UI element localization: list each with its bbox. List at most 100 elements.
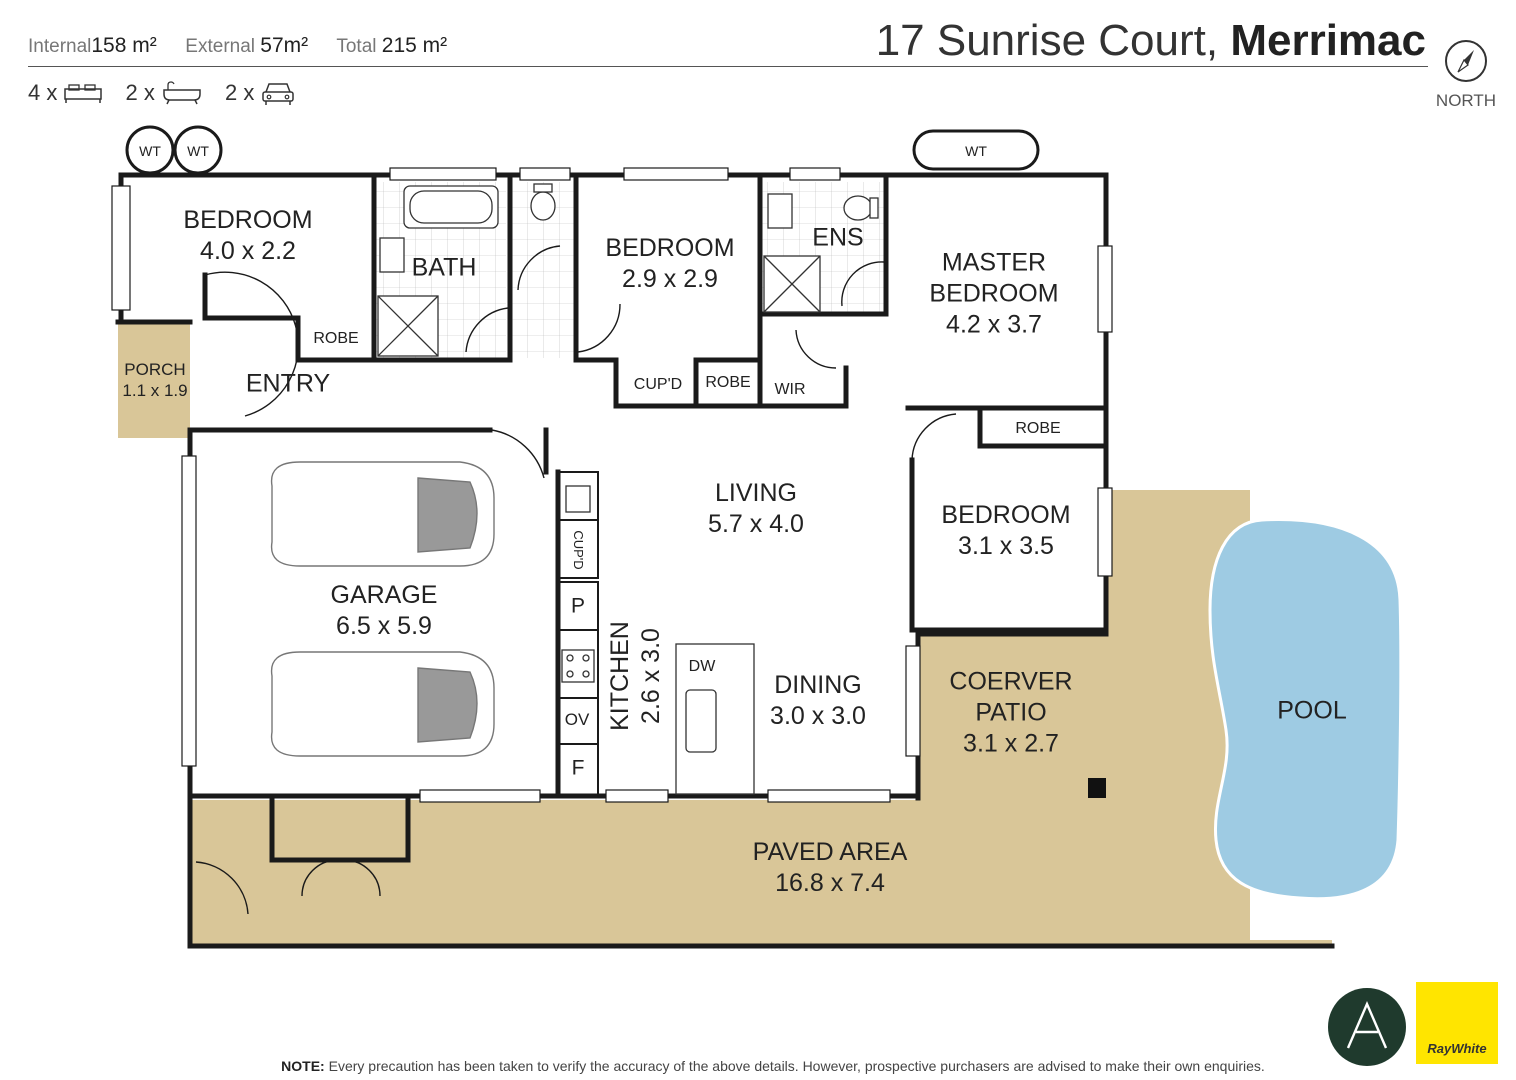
room-name: POOL: [1277, 696, 1347, 725]
room-name-2: BEDROOM: [929, 279, 1059, 308]
room-dims: 4.2 x 3.7: [946, 310, 1042, 339]
porch-area: [118, 322, 190, 438]
raywhite-text: RayWhite: [1427, 1041, 1487, 1056]
room-dims: 2.9 x 2.9: [622, 265, 718, 293]
property-address: 17 Sunrise Court, Merrimac: [876, 16, 1426, 66]
doors: [195, 245, 957, 915]
room-name: ENTRY: [245, 369, 331, 398]
agency-monogram-logo: [1328, 988, 1406, 1066]
label-robe-bed1: ROBE: [313, 330, 359, 347]
room-porch: PORCH 1.1 x 1.9: [122, 359, 187, 401]
note-text: Every precaution has been taken to verif…: [328, 1058, 1265, 1074]
area-stats: Internal158 m² External 57m² Total 215 m…: [28, 34, 447, 58]
suburb: Merrimac: [1230, 16, 1426, 65]
room-bath: BATH: [412, 253, 477, 284]
room-pool: POOL: [1277, 696, 1346, 727]
room-ensuite: ENS: [812, 223, 863, 254]
label-oven: OV: [564, 710, 590, 729]
label-robe-bed3: ROBE: [1015, 420, 1061, 437]
note-label: NOTE:: [281, 1058, 325, 1074]
room-paved-area: PAVED AREA 16.8 x 7.4: [753, 837, 908, 899]
label-pantry: P: [570, 594, 586, 618]
internal-value: 158 m²: [91, 34, 157, 57]
room-bedroom-1: BEDROOM 4.0 x 2.2: [183, 205, 312, 267]
room-dims: 5.7 x 4.0: [708, 510, 804, 538]
room-bedroom-3: BEDROOM 3.1 x 3.5: [941, 500, 1070, 562]
external-label: External: [185, 36, 255, 57]
label-fridge: F: [571, 756, 585, 780]
label-wir: WIR: [774, 381, 806, 398]
room-kitchen: KITCHEN 2.6 x 3.0: [605, 621, 667, 731]
external-value: 57m²: [260, 34, 309, 57]
car-count: 2 x: [224, 80, 255, 105]
room-name-2: PATIO: [975, 698, 1047, 727]
raywhite-logo: RayWhite: [1416, 982, 1498, 1064]
room-name: BEDROOM: [605, 234, 735, 262]
ens-toilet: [843, 195, 873, 221]
windows: [111, 167, 1113, 803]
room-dims: 3.1 x 3.5: [958, 532, 1054, 560]
room-dining: DINING 3.0 x 3.0: [770, 670, 866, 732]
room-name: PORCH: [124, 360, 186, 379]
compass-label: NORTH: [1435, 91, 1497, 110]
label-robe-bed2: ROBE: [705, 374, 751, 391]
room-dims: 3.0 x 3.0: [770, 702, 866, 730]
label-wt-3: WT: [965, 143, 987, 159]
header-divider: [28, 66, 1428, 67]
bed-icon: [64, 84, 103, 103]
room-entry: ENTRY: [246, 369, 330, 400]
room-name: PAVED AREA: [752, 838, 908, 866]
total-value: 215 m²: [381, 34, 448, 57]
room-name: ENS: [812, 223, 864, 252]
kitchen-sink: [565, 485, 591, 513]
label-wt-2: WT: [187, 143, 209, 159]
outdoor-areas: [118, 322, 1332, 946]
pool: [1208, 518, 1403, 901]
label-cupd-kitchen: CUP'D: [571, 530, 586, 570]
room-name: MASTER: [941, 248, 1047, 277]
bath-count: 2 x: [125, 80, 155, 105]
cooktop: [561, 649, 595, 683]
room-master-bedroom: MASTER BEDROOM 4.2 x 3.7: [929, 248, 1058, 341]
room-bedroom-2: BEDROOM 2.9 x 2.9: [605, 233, 734, 295]
car-icons: [270, 461, 495, 757]
fixtures: [377, 183, 879, 795]
water-tanks: [125, 125, 1040, 175]
room-name: GARAGE: [330, 581, 438, 609]
room-dims: 6.5 x 5.9: [336, 612, 432, 640]
room-garage: GARAGE 6.5 x 5.9: [331, 580, 438, 642]
street-address: 17 Sunrise Court,: [875, 16, 1219, 65]
room-name: BATH: [411, 253, 477, 282]
room-name: BEDROOM: [183, 206, 313, 234]
label-cupd: CUP'D: [633, 376, 683, 393]
room-dims: 3.1 x 2.7: [963, 729, 1059, 758]
kitchen-benches: [557, 471, 599, 797]
disclaimer: NOTE: Every precaution has been taken to…: [0, 1058, 1516, 1074]
island-sink: [685, 689, 717, 753]
ens-vanity: [767, 193, 793, 229]
room-dims: 16.8 x 7.4: [775, 869, 885, 897]
room-patio: COERVER PATIO 3.1 x 2.7: [949, 667, 1072, 760]
label-dishwasher: DW: [688, 658, 716, 675]
room-name: COERVER: [949, 667, 1073, 696]
compass: NORTH: [1430, 38, 1502, 111]
monogram-a-icon: [1346, 1000, 1388, 1049]
bath-vanity: [379, 237, 405, 273]
bathtub-icon: [163, 81, 201, 105]
label-wt-1: WT: [139, 143, 161, 159]
room-dims: 4.0 x 2.2: [200, 237, 296, 265]
patio-post: [1088, 778, 1106, 798]
patio-area: [918, 634, 1106, 800]
car-icon: [262, 83, 295, 105]
room-name: KITCHEN: [606, 621, 634, 731]
room-name: BEDROOM: [941, 501, 1071, 529]
island-bench: [675, 643, 755, 795]
compass-icon: [1445, 40, 1487, 82]
total-label: Total: [336, 36, 377, 57]
feature-counts: 4 x 2 x 2 x: [28, 80, 312, 106]
room-dims: 1.1 x 1.9: [122, 381, 188, 400]
room-living: LIVING 5.7 x 4.0: [708, 478, 804, 540]
paved-area: [190, 490, 1332, 946]
internal-label: Internal: [28, 36, 92, 57]
toilet: [530, 191, 556, 221]
